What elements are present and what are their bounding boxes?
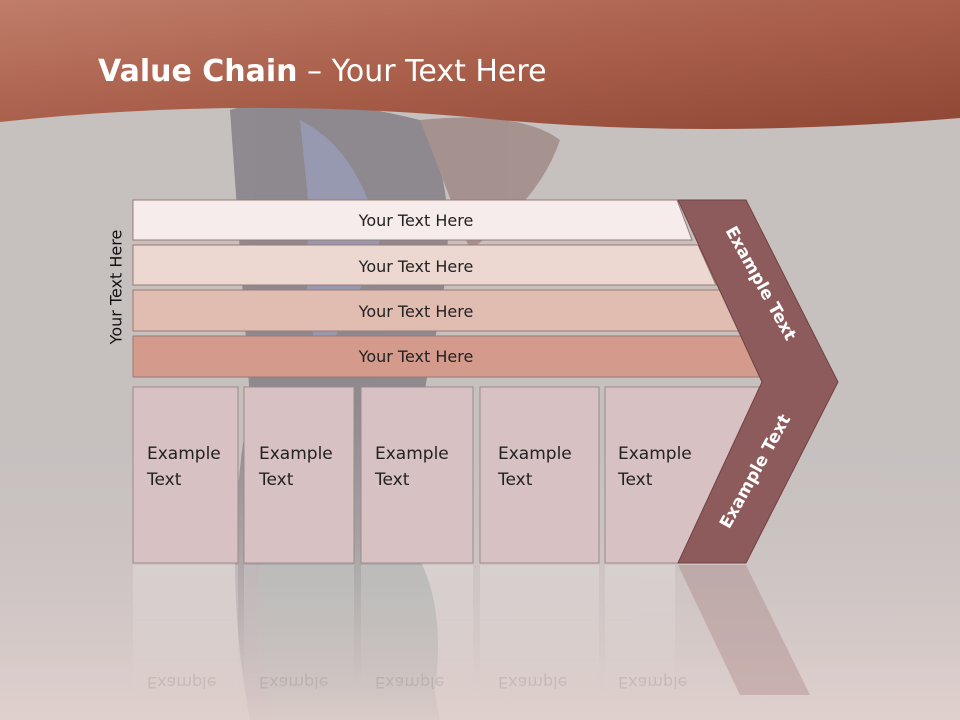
support-row[interactable]: Your Text Here <box>132 335 763 378</box>
support-row-shape <box>132 244 717 286</box>
reflection-text: Example <box>618 673 687 692</box>
diagram-reflection: Example Example Example Example Example <box>133 565 687 695</box>
primary-box-line2: Text <box>146 470 182 490</box>
slide-title-rest: – Your Text Here <box>297 54 547 89</box>
primary-box-line1: Example <box>498 444 572 464</box>
primary-activity-box[interactable]: Example Text <box>360 386 474 564</box>
primary-box-line1: Example <box>259 444 333 464</box>
header-band <box>0 0 960 129</box>
slide-title-bold: Value Chain <box>98 54 298 89</box>
reflection-text: Example <box>147 673 216 692</box>
support-row[interactable]: Your Text Here <box>132 289 740 332</box>
reflection-text: Example <box>498 673 567 692</box>
support-row-label: Your Text Here <box>358 211 474 230</box>
primary-activity-box[interactable]: Example Text <box>132 386 239 564</box>
support-row[interactable]: Your Text Here <box>132 244 717 286</box>
primary-box-line2: Text <box>617 470 653 490</box>
slide-title: Value Chain – Your Text Here <box>98 54 547 89</box>
support-row-label: Your Text Here <box>358 347 474 366</box>
chevron-reflection <box>678 565 810 695</box>
margin-chevron[interactable]: Example Text Example Text <box>677 199 839 564</box>
primary-activity-box[interactable]: Example Text <box>479 386 600 564</box>
primary-box-line2: Text <box>258 470 294 490</box>
support-row-label: Your Text Here <box>358 257 474 276</box>
primary-activity-box[interactable]: Example Text <box>604 386 761 564</box>
primary-activity-box[interactable]: Example Text <box>243 386 355 564</box>
reflection-text: Example <box>259 673 328 692</box>
support-row-shape <box>132 199 693 241</box>
margin-chevron-shape <box>677 199 839 564</box>
primary-box-line1: Example <box>618 444 692 464</box>
support-row[interactable]: Your Text Here <box>132 199 693 241</box>
primary-box-line2: Text <box>497 470 533 490</box>
primary-box-line2: Text <box>374 470 410 490</box>
reflection-text: Example <box>375 673 444 692</box>
support-row-label: Your Text Here <box>358 302 474 321</box>
primary-box-line1: Example <box>147 444 221 464</box>
primary-box-line1: Example <box>375 444 449 464</box>
